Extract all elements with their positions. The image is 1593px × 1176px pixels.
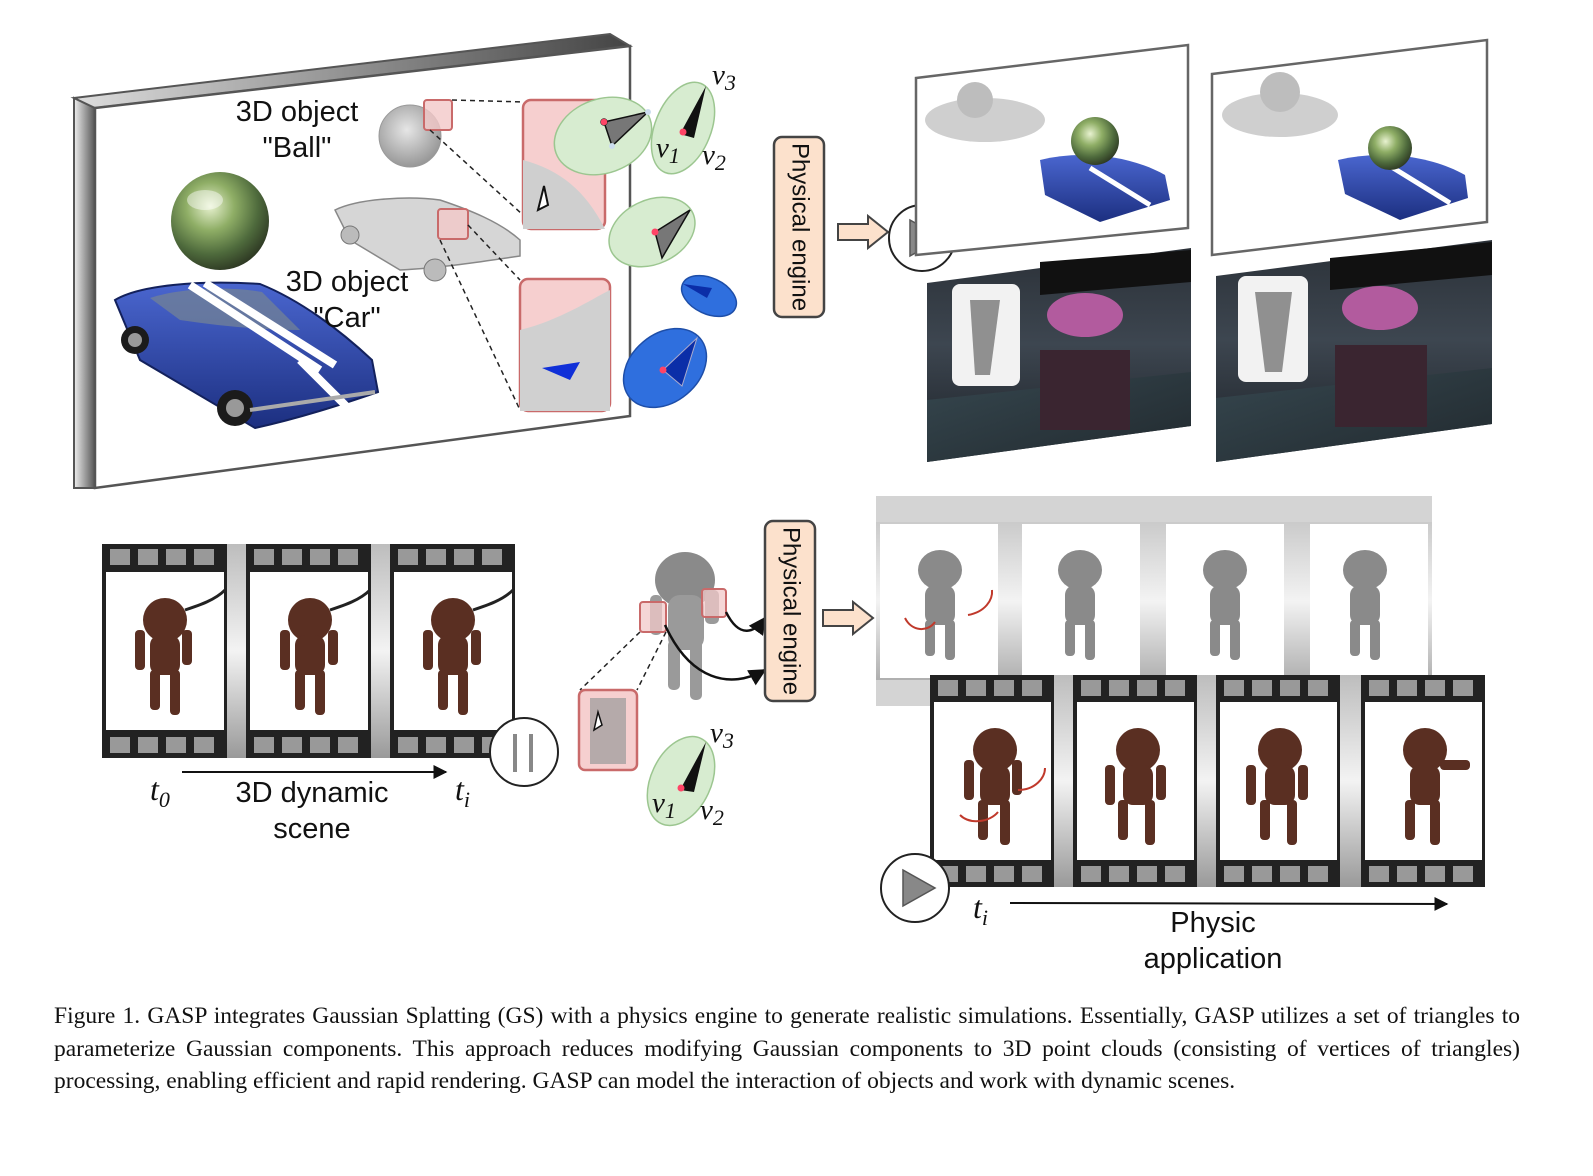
sim-frame-2 [1210, 38, 1489, 257]
curved-arrow-1 [724, 611, 767, 636]
time-start-label: t [150, 771, 160, 807]
figure-illustration: 3D object "Ball" 3D object "Car" [70, 32, 1492, 975]
scene-label-line1: 3D dynamic [235, 777, 388, 809]
figure-caption: Figure 1. GASP integrates Gaussian Splat… [54, 1003, 1520, 1094]
zoom-box-car [439, 224, 612, 413]
scene-photo-1 [927, 248, 1191, 462]
svg-text:v3: v3 [710, 717, 734, 753]
play-button-bottom [880, 853, 950, 923]
film-strip-output [930, 675, 1485, 887]
v2-label: v [702, 139, 715, 171]
svg-text:v3: v3 [712, 59, 736, 95]
scene-photo-2 [1216, 240, 1492, 462]
output-cell-4 [1361, 675, 1485, 887]
film-strip-gaussian [876, 496, 1432, 706]
app-label-line1: Physic [1170, 907, 1255, 939]
top-panel: 3D object "Ball" 3D object "Car" [70, 32, 1492, 490]
ball-label-line2: "Ball" [263, 132, 332, 164]
engine-label-bottom: Physical engine [778, 527, 805, 695]
v1-label-bottom: v [652, 787, 665, 819]
svg-text:v1: v1 [656, 132, 680, 168]
svg-text:t0: t0 [150, 771, 170, 812]
pause-icon [489, 717, 559, 787]
gaussian-car [333, 197, 521, 282]
sim-frame-1 [914, 43, 1190, 257]
car-label-line1: 3D object [286, 266, 409, 298]
output-cell-2 [1073, 675, 1197, 887]
engine-label-top: Physical engine [787, 143, 814, 311]
v2-label-bottom: v [700, 794, 713, 826]
car-zoom-marker [437, 208, 469, 240]
vertex-labels-top: v3 v1 v2 [656, 59, 736, 175]
arrow-right-top [837, 213, 890, 251]
svg-text:ti: ti [455, 771, 470, 812]
creature-zoom-marker-1 [639, 601, 667, 633]
app-time-label: t [973, 889, 983, 925]
vertex-labels-bottom: v3 v1 v2 [652, 717, 734, 830]
ball-render [171, 172, 269, 270]
v1-label: v [656, 132, 669, 164]
film-cell-1 [102, 544, 227, 758]
arrow-right-bottom [822, 599, 875, 637]
physical-engine-bottom: Physical engine [763, 519, 817, 703]
film-cell-2 [246, 544, 372, 758]
v3-label: v [712, 59, 725, 91]
curved-arrow-2 [663, 624, 767, 686]
film-strip-input [102, 544, 515, 758]
physical-engine-top: Physical engine [772, 135, 826, 319]
timeline-arrow-output [1009, 896, 1449, 911]
svg-text:v2: v2 [702, 139, 726, 175]
gaussian-creature [639, 552, 727, 700]
svg-text:v1: v1 [652, 787, 676, 823]
zoom-box-creature [577, 631, 667, 772]
bottom-panel: t0 ti 3D dynamic scene [102, 496, 1485, 975]
ball-label-line1: 3D object [236, 96, 359, 128]
svg-text:ti: ti [973, 889, 988, 930]
car-label-line2: "Car" [313, 302, 380, 334]
film-cell-3 [390, 544, 515, 758]
gaussian-ball [378, 99, 453, 168]
output-cell-3 [1216, 675, 1340, 887]
creature-zoom-marker-2 [701, 588, 727, 618]
output-cell-1 [930, 675, 1054, 887]
ball-zoom-marker [423, 99, 453, 131]
gaussian-components-top [553, 81, 738, 409]
scene-label-line2: scene [273, 813, 350, 845]
svg-text:v2: v2 [700, 794, 724, 830]
app-label-line2: application [1144, 943, 1283, 975]
v3-label-bottom: v [710, 717, 723, 749]
time-end-label: t [455, 771, 465, 807]
gaussian-component-bottom [646, 735, 716, 827]
car-render [113, 279, 380, 430]
